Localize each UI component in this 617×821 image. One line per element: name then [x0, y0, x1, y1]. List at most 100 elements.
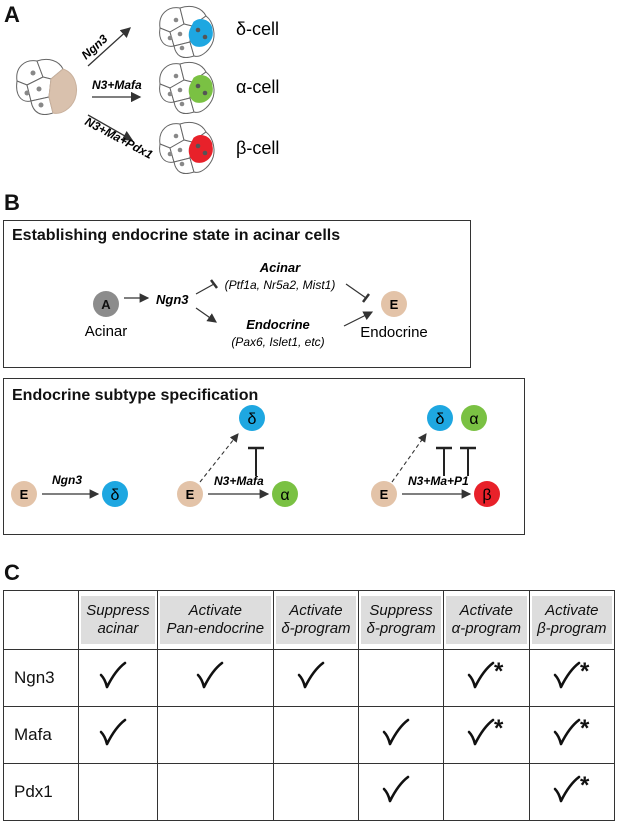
alpha-cell-label: α-cell: [236, 77, 279, 97]
table-cell: *: [443, 649, 530, 707]
alpha-node-2-letter: α: [280, 487, 289, 504]
table-cell: *: [528, 649, 616, 707]
acinar-program-label: Acinar: [259, 260, 301, 275]
alpha-node-3: [461, 405, 487, 431]
checkmark-icon: [382, 775, 410, 802]
endocrine-node-label: Endocrine: [360, 324, 428, 341]
table-row: Ngn3 * *: [3, 649, 616, 707]
delta-cell-cluster: [159, 5, 215, 59]
checkmark-star-icon: *: [468, 658, 504, 688]
subtype-specification-diagram: E Ngn3 δ E δ N3+Mafa α E δ α N3+Ma+P1 β: [11, 405, 500, 507]
checkmark-star-icon: *: [553, 772, 590, 802]
checkmark-icon: [297, 661, 325, 688]
acinar-node-letter: A: [101, 297, 111, 312]
checkmark-star-icon: *: [553, 658, 590, 688]
svg-text:*: *: [580, 716, 590, 742]
acinar-cluster: [16, 58, 77, 115]
ngn3-label-2: Ngn3: [52, 473, 82, 487]
e-node-2-letter: E: [186, 487, 195, 502]
endocrine-node: [381, 291, 407, 317]
row-label-ngn3: Ngn3: [3, 649, 79, 707]
table-cell: [358, 649, 445, 707]
n3mafa-label: N3+Mafa: [214, 474, 264, 488]
delta-node-3: [427, 405, 453, 431]
table-cell: [358, 706, 445, 764]
beta-cell-label: β-cell: [236, 138, 279, 158]
table-cell: [272, 649, 360, 707]
e-node-1: [11, 481, 37, 507]
table-cell: [78, 706, 158, 764]
endocrine-program-label: Endocrine: [246, 317, 310, 332]
delta-node-3-letter: δ: [436, 411, 445, 428]
alpha-node-3-letter: α: [469, 411, 478, 428]
panel-b-letter: B: [4, 190, 20, 215]
n3map1-label: N3+Ma+P1: [408, 474, 469, 488]
subtype-specification-box: Endocrine subtype specification: [3, 378, 525, 535]
beta-node-3-letter: β: [482, 487, 491, 504]
specified-cell-2: [188, 135, 213, 163]
row-label-pdx1: Pdx1: [3, 763, 79, 821]
table-cell: [156, 706, 274, 764]
delta-node-2: [239, 405, 265, 431]
arrow-label-n3mapdx1: N3+Ma+Pdx1: [83, 114, 156, 162]
table-cell: [78, 649, 158, 707]
panel-a-letter: A: [4, 2, 20, 27]
svg-text:*: *: [494, 659, 504, 685]
panel-c-letter: C: [4, 560, 20, 585]
endocrine-state-box: Establishing endocrine state in acinar c…: [3, 220, 471, 368]
table-cell: [78, 763, 158, 821]
acinar-highlight: [48, 68, 77, 114]
subtype-specification-title: Endocrine subtype specification: [12, 387, 259, 404]
e-node-1-letter: E: [20, 487, 29, 502]
beta-cell-cluster: [159, 121, 215, 175]
table-cell: *: [528, 706, 616, 764]
checkmark-star-icon: *: [553, 715, 590, 745]
row-label-mafa: Mafa: [3, 706, 79, 764]
table-cell: [443, 763, 530, 821]
e-node-3-letter: E: [380, 487, 389, 502]
endocrine-state-diagram: A Acinar Ngn3 Acinar (Ptf1a, Nr5a2, Mist…: [85, 260, 428, 349]
table-cell: [156, 763, 274, 821]
delta-node-2-letter: δ: [248, 411, 257, 428]
endocrine-node-letter: E: [390, 297, 399, 312]
specified-cell-1: [188, 75, 213, 103]
table-cell: [272, 763, 360, 821]
arrow-label-ngn3: Ngn3: [79, 32, 111, 63]
acinar-node: [93, 291, 119, 317]
e-node-2: [177, 481, 203, 507]
beta-node-3: [474, 481, 500, 507]
acinar-program-genes: (Ptf1a, Nr5a2, Mist1): [225, 278, 336, 292]
table-row: Pdx1 *: [3, 763, 616, 821]
checkmark-icon: [99, 661, 127, 688]
checkmark-star-icon: *: [468, 715, 504, 745]
ngn3-label: Ngn3: [156, 292, 189, 307]
panel-a-diagram: Ngn3 N3+Mafa N3+Ma+Pdx1 δ-cell α-cell β-…: [16, 5, 279, 175]
arrow-label-n3mafa: N3+Mafa: [92, 78, 142, 92]
table-corner: [3, 590, 79, 650]
table-cell: [272, 706, 360, 764]
specified-cell-0: [188, 19, 213, 47]
acinar-node-label: Acinar: [85, 323, 128, 340]
svg-text:*: *: [494, 716, 504, 742]
delta-node-1-letter: δ: [111, 487, 120, 504]
table-cell: [156, 649, 274, 707]
table-cell: [358, 763, 445, 821]
endocrine-program-genes: (Pax6, Islet1, etc): [231, 335, 324, 349]
alpha-node-2: [272, 481, 298, 507]
table-cell: *: [443, 706, 530, 764]
alpha-cell-cluster: [159, 61, 215, 115]
svg-text:*: *: [580, 773, 590, 799]
delta-cell-label: δ-cell: [236, 19, 279, 39]
checkmark-icon: [197, 661, 224, 688]
delta-node-1: [102, 481, 128, 507]
svg-text:*: *: [580, 659, 590, 685]
table-row: Mafa * *: [3, 706, 616, 764]
endocrine-state-title: Establishing endocrine state in acinar c…: [12, 227, 341, 244]
table-cell: *: [528, 763, 616, 821]
